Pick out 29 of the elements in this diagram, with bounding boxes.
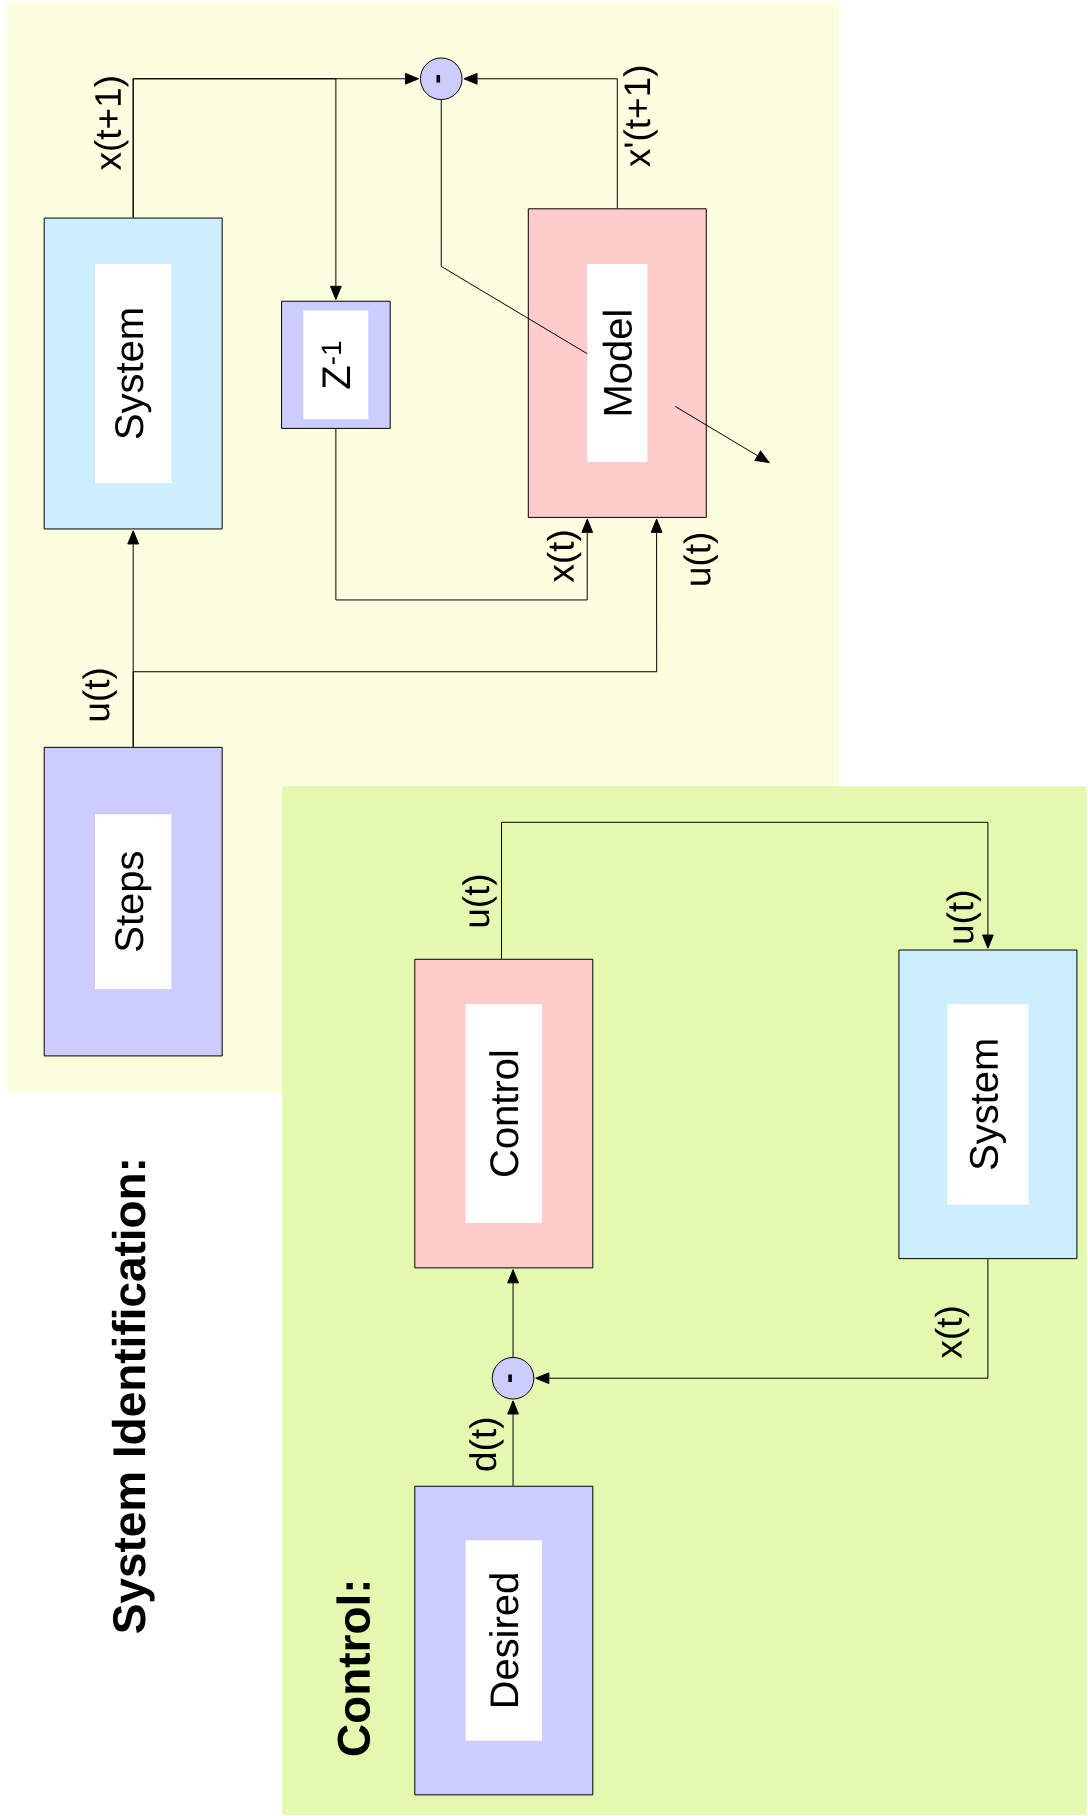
arrow <box>501 821 995 960</box>
panel-title: System Identification: <box>112 1161 155 1633</box>
process-box: System <box>898 949 1078 1260</box>
arrow <box>132 78 342 300</box>
edge-label: x(t+1) <box>94 77 129 171</box>
process-box: Control <box>414 958 594 1269</box>
arrow <box>507 1400 520 1487</box>
process-box: Desired <box>414 1485 594 1796</box>
process-box: System <box>43 217 223 530</box>
edge-label: x(t) <box>935 1307 970 1359</box>
process-box: Model <box>528 208 708 518</box>
panel-title: Control: <box>336 1582 371 1756</box>
summing-junction: - <box>420 57 463 101</box>
arrow <box>507 1269 520 1358</box>
edge-label: u(t) <box>683 534 719 585</box>
process-box: Steps <box>43 746 223 1057</box>
process-box: Z$^{-1}$ <box>281 300 391 429</box>
arrow <box>463 72 619 209</box>
edge-label: d(t) <box>469 1418 504 1471</box>
signal-label: u(t) <box>946 891 982 943</box>
arrow <box>335 428 594 601</box>
edge-label: x'(t+1) <box>623 66 658 167</box>
edge-label: u(t) <box>462 875 497 927</box>
edge-label: x(t) <box>547 531 582 583</box>
arrow <box>132 518 663 748</box>
arrow <box>535 1258 989 1385</box>
summing-junction: - <box>492 1356 535 1400</box>
edge-label: u(t) <box>82 669 118 721</box>
arrow <box>441 99 770 464</box>
